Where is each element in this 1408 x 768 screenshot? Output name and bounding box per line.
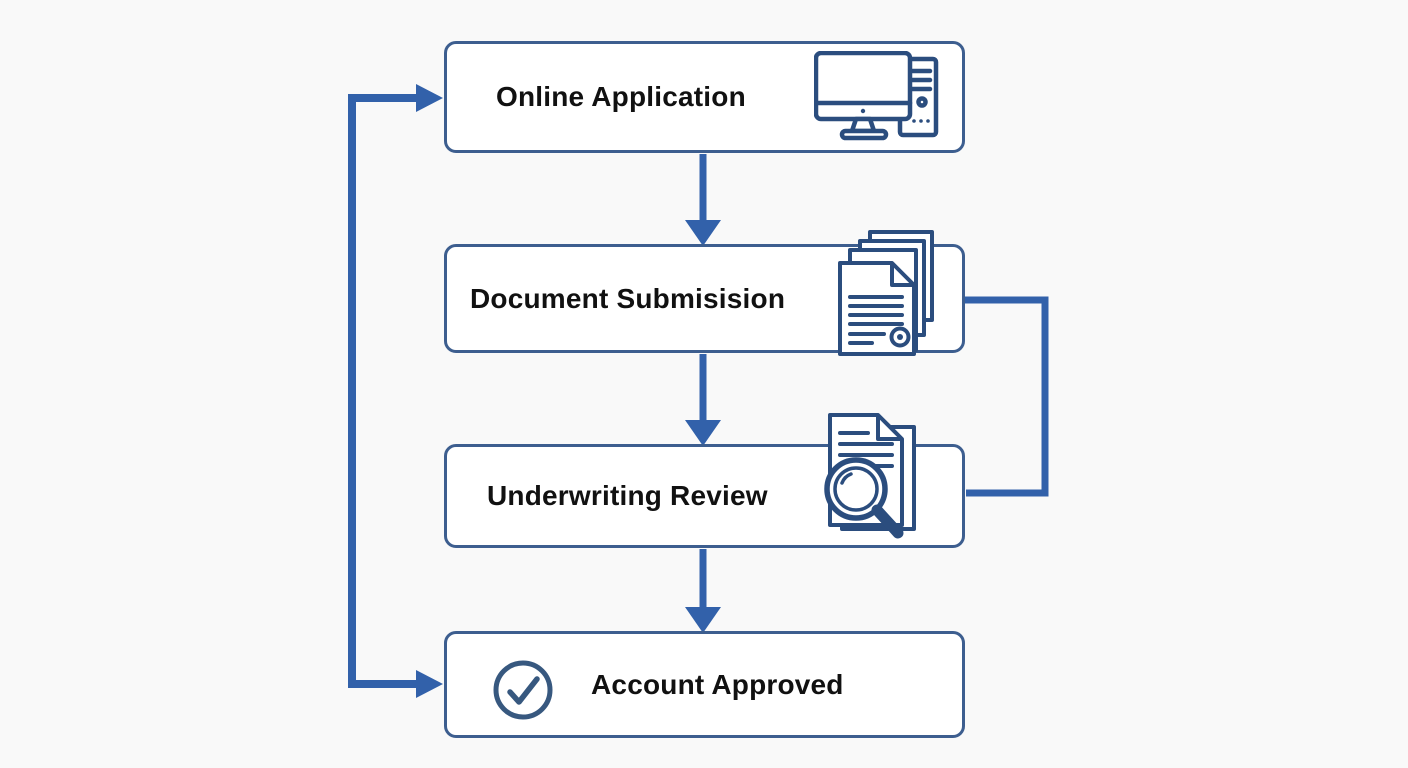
- connector-left-loop: [348, 84, 443, 698]
- step-label-account-approved: Account Approved: [591, 668, 844, 700]
- flow-step-underwriting-review: Underwriting Review: [444, 413, 965, 548]
- step-label-document-submission: Document Submisision: [470, 282, 786, 314]
- document-magnifier-icon: [824, 413, 916, 539]
- arrow-document-submission-to-underwriting-review: [685, 354, 721, 446]
- connector-right-loop: [965, 296, 1049, 497]
- flow-step-account-approved: Account Approved: [444, 631, 965, 738]
- flow-step-document-submission: Document Submisision: [444, 230, 965, 356]
- arrow-underwriting-review-to-account-approved: [685, 549, 721, 633]
- desktop-computer-icon: [814, 51, 939, 141]
- check-circle-icon: [493, 660, 553, 720]
- flow-step-online-application: Online Application: [444, 41, 965, 153]
- arrow-online-application-to-document-submission: [685, 154, 721, 246]
- step-label-online-application: Online Application: [496, 81, 746, 112]
- step-label-underwriting-review: Underwriting Review: [487, 480, 768, 511]
- document-stack-icon: [838, 230, 934, 356]
